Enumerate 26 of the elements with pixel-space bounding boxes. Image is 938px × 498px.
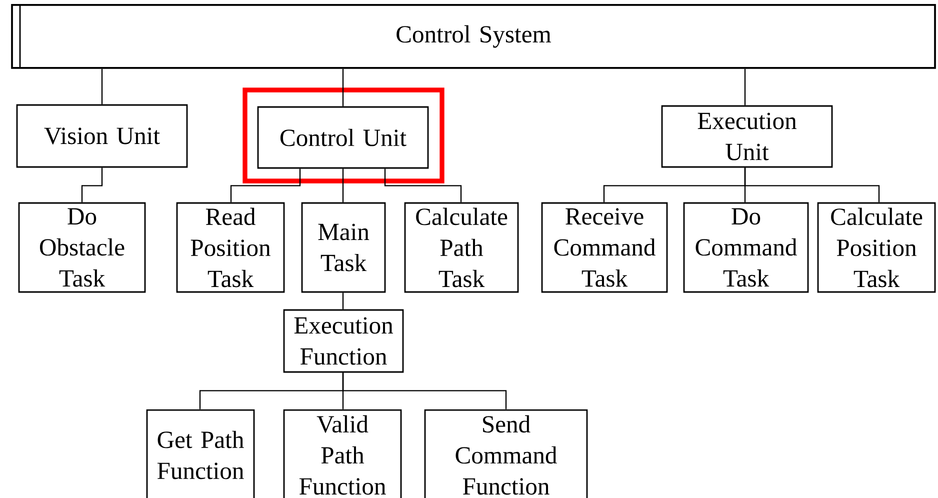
connector-line [384,168,462,202]
task-box: Do Obstacle Task [18,202,146,293]
system-box: Control System [11,4,936,69]
function-box: Execution Function [283,309,404,373]
unit-box: Control Unit [257,106,429,169]
task-box: Calculate Path Task [404,202,519,293]
task-box: Do Command Task [683,202,809,293]
connector-line [342,292,344,310]
connector-line [744,68,746,106]
connector-line [81,168,103,202]
connector-line [342,168,344,202]
function-box: Valid Path Function [283,409,402,498]
task-box: Calculate Position Task [817,202,936,293]
task-box: Read Position Task [176,202,285,293]
connector-line [342,68,344,106]
connector-line [342,372,507,410]
unit-box: Vision Unit [16,104,188,168]
function-box: Send Command Function [424,409,588,498]
connector-line [101,68,103,104]
function-box: Get Path Function [146,409,255,498]
unit-box: Execution Unit [661,105,833,168]
highlight-frame [242,88,444,184]
connector-line [744,168,880,202]
task-box: Receive Command Task [541,202,668,293]
connector-line [230,168,301,202]
task-box: Main Task [301,202,386,293]
